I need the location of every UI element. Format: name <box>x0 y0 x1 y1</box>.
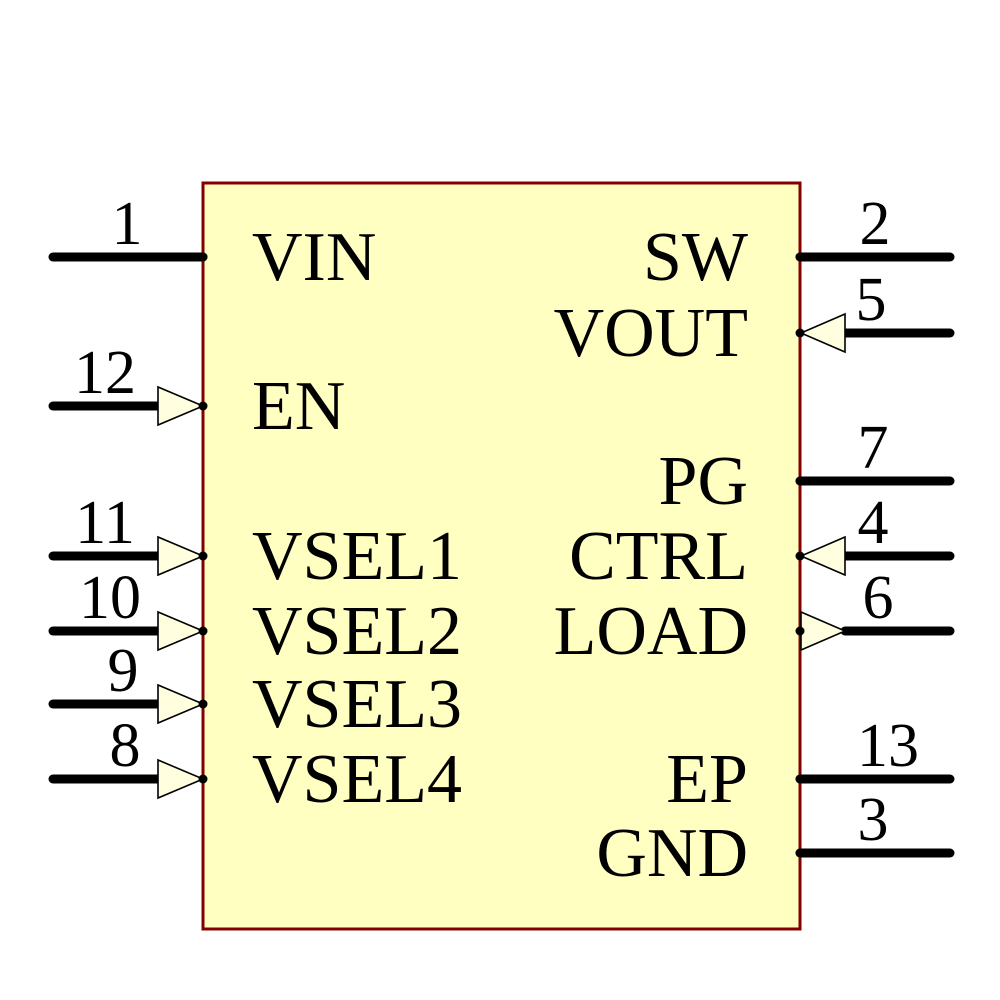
pin-dot-6 <box>795 626 805 636</box>
pin-number-2: 2 <box>860 190 891 258</box>
pin-number-10: 10 <box>79 564 141 632</box>
pin-number-1: 1 <box>112 190 143 258</box>
pin-arrow-in-9 <box>157 683 206 725</box>
pin-8: 8 VSEL4 <box>48 712 462 818</box>
pin-13: 13 EP <box>666 712 955 818</box>
pin-number-12: 12 <box>74 339 136 407</box>
pin-6: 6 LOAD <box>554 564 955 670</box>
pin-2: 2 SW <box>643 190 955 296</box>
pin-number-3: 3 <box>858 786 889 854</box>
pin-11: 11 VSEL1 <box>48 489 462 595</box>
pin-dot-10 <box>198 626 208 636</box>
pin-number-8: 8 <box>110 712 141 780</box>
pin-3: 3 GND <box>596 786 955 892</box>
pin-dot-12 <box>198 401 208 411</box>
pin-name-GND: GND <box>596 815 748 892</box>
pin-7: 7 PG <box>659 414 955 520</box>
pin-name-VOUT: VOUT <box>554 295 748 372</box>
pin-name-VSEL2: VSEL2 <box>252 593 462 670</box>
pin-dot-1 <box>198 252 208 262</box>
pin-name-VSEL1: VSEL1 <box>252 518 462 595</box>
pin-name-VSEL3: VSEL3 <box>252 666 462 743</box>
pin-name-EN: EN <box>252 368 345 445</box>
pin-number-9: 9 <box>108 637 139 705</box>
pin-5: 5 VOUT <box>554 266 955 372</box>
pin-1: 1 VIN <box>48 190 376 296</box>
pin-number-6: 6 <box>863 564 894 632</box>
pin-number-11: 11 <box>75 489 135 557</box>
pin-dot-8 <box>198 774 208 784</box>
pin-9: 9 VSEL3 <box>48 637 462 743</box>
pin-dot-7 <box>795 476 805 486</box>
pin-number-4: 4 <box>858 489 889 557</box>
pin-arrow-out-6 <box>800 610 848 652</box>
pin-arrow-in-11 <box>157 535 206 577</box>
pin-arrow-in-10 <box>157 610 206 652</box>
pin-name-VIN: VIN <box>252 219 376 296</box>
pin-name-LOAD: LOAD <box>554 593 748 670</box>
pin-name-VSEL4: VSEL4 <box>252 741 462 818</box>
pin-dot-13 <box>795 774 805 784</box>
pin-dot-11 <box>198 551 208 561</box>
pin-number-13: 13 <box>857 712 919 780</box>
pin-dot-5 <box>795 328 805 338</box>
pin-number-7: 7 <box>858 414 889 482</box>
pin-name-PG: PG <box>659 443 748 520</box>
pin-name-CTRL: CTRL <box>569 518 748 595</box>
pin-dot-4 <box>795 551 805 561</box>
pin-dot-2 <box>795 252 805 262</box>
pin-dot-9 <box>198 699 208 709</box>
pin-12: 12 EN <box>48 339 345 445</box>
pins-layer: 1 VIN 12 EN 11 VSEL1 10 VSEL2 9 VSEL3 8 VSEL4 2 SW 5 VO… <box>48 190 955 892</box>
pin-dot-3 <box>795 848 805 858</box>
pin-arrow-in-12 <box>157 385 206 427</box>
pin-arrow-in-4 <box>798 535 846 577</box>
pin-10: 10 VSEL2 <box>48 564 462 670</box>
pin-4: 4 CTRL <box>569 489 955 595</box>
pin-name-EP: EP <box>666 741 748 818</box>
pin-number-5: 5 <box>856 266 887 334</box>
pin-name-SW: SW <box>643 219 748 296</box>
pin-arrow-in-8 <box>157 758 206 800</box>
symbol-body <box>201 181 802 931</box>
pin-arrow-in-5 <box>798 312 846 354</box>
